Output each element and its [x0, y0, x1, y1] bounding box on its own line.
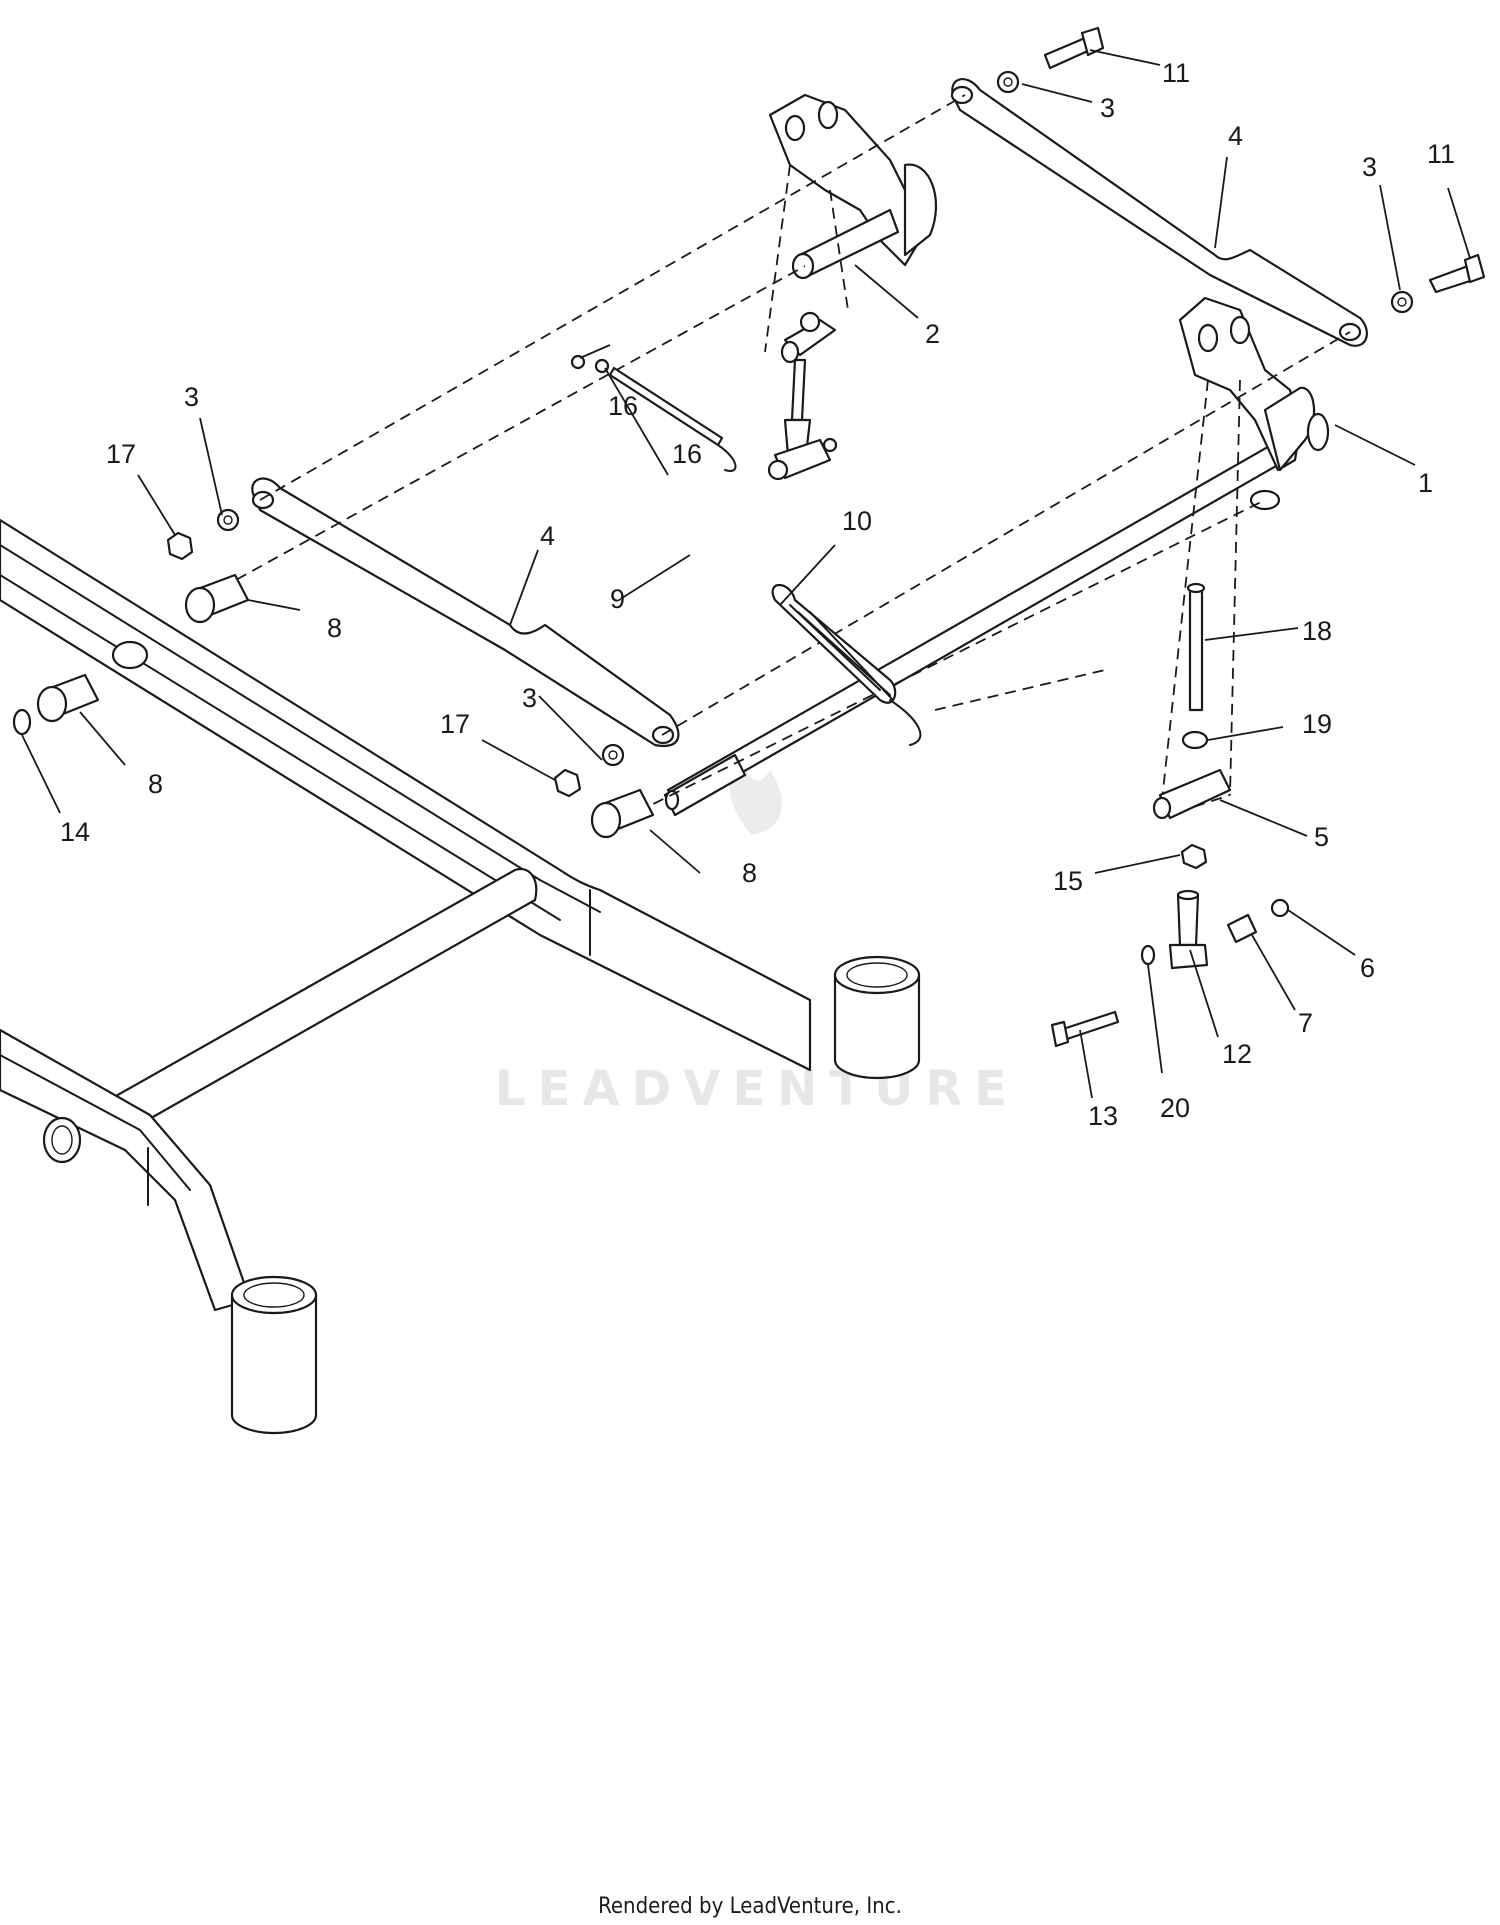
callout-16: 16	[608, 391, 638, 421]
callout-1: 1	[1418, 468, 1433, 498]
callout-11: 11	[1427, 139, 1455, 169]
callout-15: 15	[1053, 866, 1083, 896]
callout-19: 19	[1302, 709, 1332, 739]
callout-6: 6	[1360, 953, 1375, 983]
hardware	[12, 26, 1486, 1048]
callout-3: 3	[1100, 93, 1115, 123]
callout-7: 7	[1298, 1008, 1313, 1038]
rocker-arm	[768, 93, 938, 280]
lift-link-upper	[950, 78, 1368, 347]
callout-4: 4	[540, 521, 555, 551]
callout-3: 3	[1362, 152, 1377, 182]
callout-13: 13	[1088, 1101, 1118, 1131]
callout-11: 11	[1162, 58, 1190, 88]
callout-20: 20	[1160, 1093, 1190, 1123]
assembly-lines	[204, 94, 1351, 829]
callouts: 1 2 3 4 3 11 11 3 17 8 4 16 16 9 10 8 14…	[60, 58, 1455, 1131]
callout-2: 2	[925, 319, 940, 349]
callout-5: 5	[1314, 822, 1329, 852]
callout-17: 17	[106, 439, 136, 469]
callout-12: 12	[1222, 1039, 1252, 1069]
lift-shaft-assembly	[663, 296, 1330, 817]
watermark-text: LEADVENTURE	[495, 1061, 1019, 1117]
callout-10: 10	[842, 506, 872, 536]
adjuster-rod	[767, 311, 838, 481]
footer-credit: Rendered by LeadVenture, Inc.	[598, 1894, 902, 1919]
callout-8: 8	[327, 613, 342, 643]
callout-8: 8	[148, 769, 163, 799]
extension-spring	[771, 584, 922, 746]
leader-lines	[21, 49, 1471, 1099]
callout-4: 4	[1228, 121, 1243, 151]
callout-17: 17	[440, 709, 470, 739]
callout-8: 8	[742, 858, 757, 888]
watermark: LEADVENTURE	[495, 745, 1019, 1117]
callout-9: 9	[610, 584, 625, 614]
callout-18: 18	[1302, 616, 1332, 646]
callout-16: 16	[672, 439, 702, 469]
callout-3: 3	[522, 683, 537, 713]
callout-14: 14	[60, 817, 90, 847]
spring-rod	[608, 366, 737, 472]
callout-3: 3	[184, 382, 199, 412]
mower-frame	[0, 518, 921, 1435]
